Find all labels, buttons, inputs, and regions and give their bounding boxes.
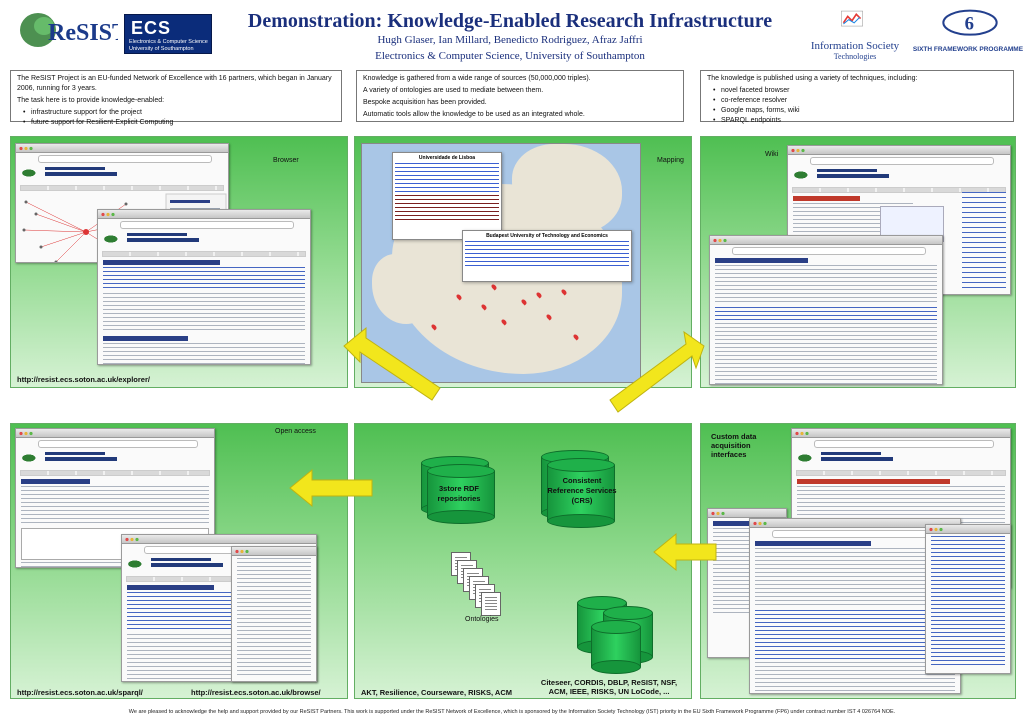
sparql-url[interactable]: http://resist.ecs.soton.ac.uk/sparql/ — [17, 688, 143, 697]
poster-title: Demonstration: Knowledge-Enabled Researc… — [247, 10, 773, 32]
browser-panel: Browser http://resist.ecs.soton.ac.uk/ex… — [10, 136, 348, 388]
svg-text:6: 6 — [965, 13, 974, 34]
explorer-detail-screenshot — [97, 209, 311, 365]
sources-right-label: Citeseer, CORDIS, DBLP, ReSIST, NSF, ACM… — [540, 678, 678, 696]
sparql-screenshot — [15, 428, 215, 568]
arrow-to-repositories — [653, 532, 717, 572]
publishing-box: The knowledge is published using a varie… — [700, 70, 1014, 126]
arrow-to-wiki — [609, 330, 705, 413]
wiki-edit-screenshot — [709, 235, 943, 385]
task-list: infrastructure support for the project f… — [17, 108, 335, 128]
ist-logo-subtitle: Technologies — [833, 52, 877, 61]
rdf-repository-icon — [427, 464, 495, 524]
ontology-document-icon — [481, 592, 501, 616]
knowledge-line: Bespoke acquisition has been provided. — [363, 99, 487, 106]
map-info-bubble: Universidade de Lisboa — [392, 152, 502, 240]
intro-paragraph: The ReSIST Project is an EU-funded Netwo… — [17, 75, 332, 92]
list-item: novel faceted browser — [707, 86, 1007, 96]
source-database-icon — [591, 620, 641, 676]
browser-label: Browser — [273, 157, 299, 164]
wiki-panel: Wiki — [700, 136, 1016, 388]
arrow-to-open-access — [289, 468, 373, 508]
list-item: future support for Resilient-Explicit Co… — [17, 118, 335, 128]
sixth-framework-logo: 6 — [942, 9, 998, 36]
ecs-logo: ECS Electronics & Computer Science Unive… — [124, 14, 212, 54]
wiki-label: Wiki — [765, 151, 779, 158]
ist-logo-title: Information Society — [810, 40, 900, 52]
knowledge-line: Automatic tools allow the knowledge to b… — [363, 111, 585, 118]
acknowledgement: We are pleased to acknowledge the help a… — [128, 709, 896, 715]
custom-acquisition-label: Custom data acquisition interfaces — [711, 432, 757, 459]
sources-left-label: AKT, Resilience, Courseware, RISKS, ACM — [361, 688, 513, 697]
europe-map[interactable]: Universidade de Lisboa Budapest Universi… — [361, 143, 641, 383]
publishing-list: novel faceted browser co-reference resol… — [707, 86, 1007, 126]
resist-logo-text: ReSIST — [48, 20, 118, 46]
task-paragraph: The task here is to provide knowledge-en… — [17, 97, 165, 104]
custom-acquisition-panel: Custom data acquisition interfaces — [700, 423, 1016, 699]
browse-url[interactable]: http://resist.ecs.soton.ac.uk/browse/ — [191, 688, 321, 697]
knowledge-box: Knowledge is gathered from a wide range … — [356, 70, 684, 122]
open-access-label: Open access — [275, 428, 316, 435]
list-item: infrastructure support for the project — [17, 108, 335, 118]
list-item: SPARQL endpoints — [707, 116, 1007, 126]
knowledge-line: A variety of ontologies are used to medi… — [363, 87, 544, 94]
open-access-panel: Open access http://resist.ecs.soton.ac.u… — [10, 423, 348, 699]
map-bubble-title: Budapest University of Technology and Ec… — [486, 233, 608, 239]
rdf-repositories-label: 3store RDF repositories — [437, 484, 481, 503]
knowledge-line: Knowledge is gathered from a wide range … — [363, 75, 591, 82]
explorer-url[interactable]: http://resist.ecs.soton.ac.uk/explorer/ — [17, 375, 150, 384]
map-info-bubble: Budapest University of Technology and Ec… — [462, 230, 632, 282]
list-item: co-reference resolver — [707, 96, 1007, 106]
mapping-panel: Universidade de Lisboa Budapest Universi… — [354, 136, 692, 388]
map-bubble-title: Universidade de Lisboa — [418, 155, 476, 161]
classification-tree-screenshot — [925, 524, 1011, 674]
arrow-to-browser — [343, 326, 441, 401]
crs-label: Consistent Reference Services (CRS) — [547, 476, 617, 505]
crs-repository-icon — [547, 458, 615, 528]
ontologies-label: Ontologies — [465, 616, 499, 623]
authors: Hugh Glaser, Ian Millard, Benedicto Rodr… — [377, 34, 643, 46]
list-item: Google maps, forms, wiki — [707, 106, 1007, 116]
intro-box: The ReSIST Project is an EU-funded Netwo… — [10, 70, 342, 128]
resist-logo: ReSIST — [20, 13, 118, 47]
sixth-framework-caption: SIXTH FRAMEWORK PROGRAMME — [912, 46, 1024, 53]
mapping-label: Mapping — [657, 157, 684, 164]
ist-logo — [841, 10, 863, 27]
browse-results-screenshot — [231, 546, 317, 682]
ecs-logo-text: ECS — [131, 18, 172, 38]
affiliation: Electronics & Computer Science, Universi… — [375, 50, 645, 62]
publishing-intro: The knowledge is published using a varie… — [707, 75, 918, 82]
repositories-panel: 3store RDF repositories Consistent Refer… — [354, 423, 692, 699]
ecs-logo-caption: Electronics & Computer Science Universit… — [129, 39, 208, 52]
